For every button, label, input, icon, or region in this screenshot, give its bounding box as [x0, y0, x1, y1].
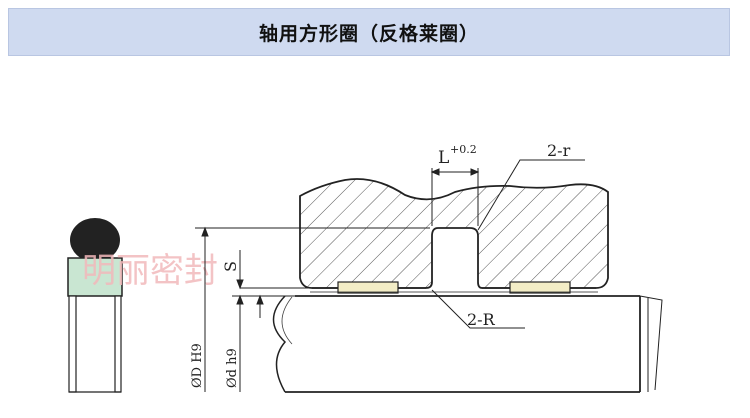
- shaft: [272, 295, 663, 393]
- label-L: L: [438, 148, 449, 168]
- o-ring-cap: [70, 218, 120, 262]
- seal-wall-right: [114, 295, 122, 393]
- label-bore-diameter: ØD H9: [190, 343, 205, 388]
- seal-section-sketch: [67, 218, 123, 393]
- seal-insert-left: [337, 281, 399, 294]
- seal-wall-left: [68, 295, 77, 393]
- label-S: S: [221, 261, 240, 272]
- seal-gland: [310, 281, 598, 294]
- page-title: 轴用方形圈（反格莱圈）: [258, 22, 479, 45]
- watermark-text: 明丽密封: [82, 251, 218, 291]
- label-shaft-radius: 2-R: [467, 310, 496, 329]
- label-tolerance: +0.2: [450, 143, 477, 156]
- seal-insert-right: [509, 281, 571, 294]
- dimensions: [195, 159, 585, 392]
- title-bar: 轴用方形圈（反格莱圈）: [8, 8, 730, 56]
- label-groove-radius: 2-r: [547, 141, 571, 160]
- shaft-break-line: [272, 295, 287, 393]
- housing-section: [299, 178, 609, 289]
- label-shaft-diameter: Ød h9: [225, 348, 240, 388]
- housing: [299, 178, 609, 289]
- square-ring-body: [67, 257, 123, 297]
